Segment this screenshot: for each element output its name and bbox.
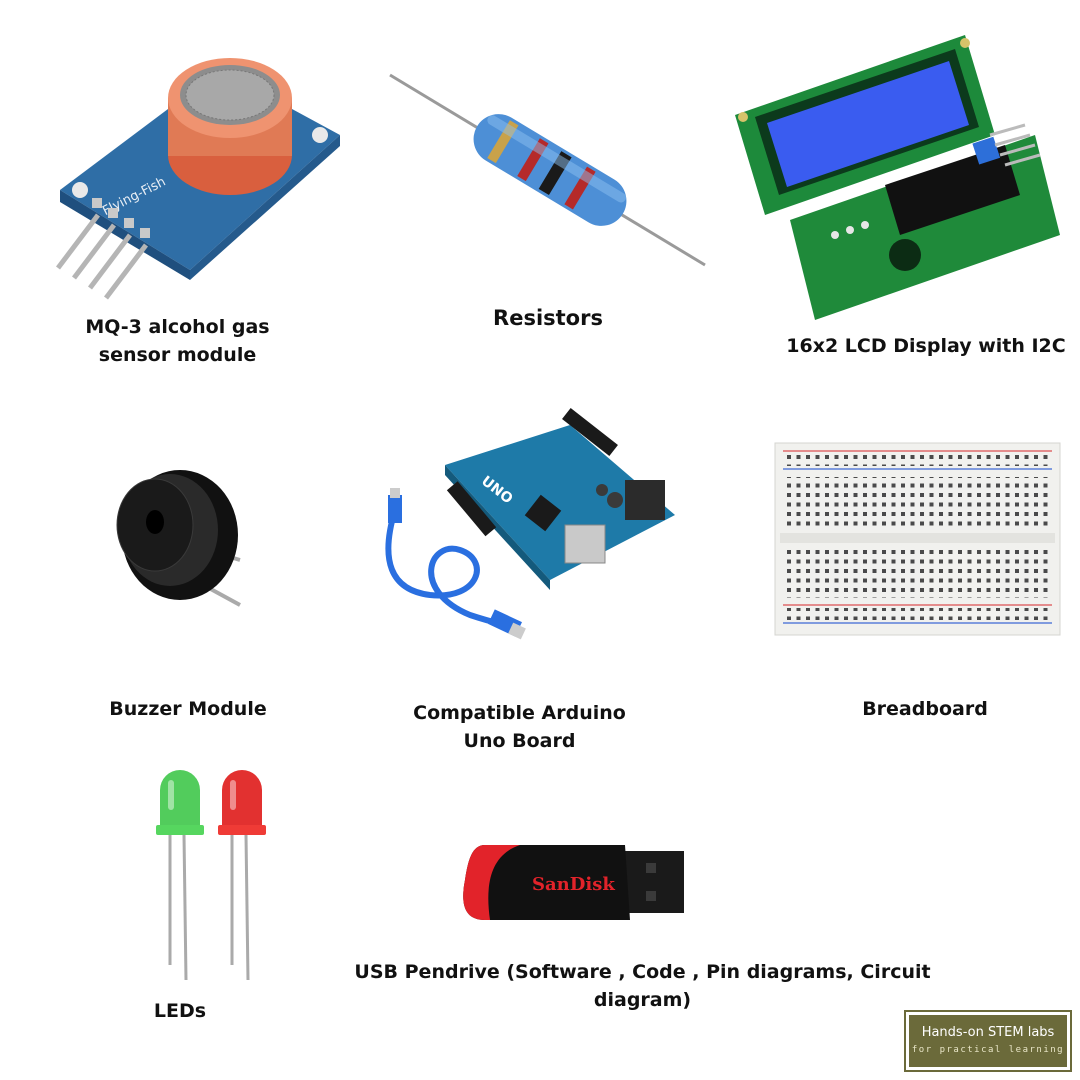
leds-image — [156, 770, 266, 981]
breadboard-label: Breadboard — [862, 698, 988, 720]
lcd-display-image — [735, 35, 1060, 320]
logo-title: Hands-on STEM labs — [921, 1025, 1055, 1040]
resistor-image — [389, 73, 706, 267]
arduino-label: Compatible Arduino Uno Board — [413, 702, 626, 752]
pendrive-image: SanDisk — [463, 845, 684, 920]
buzzer-image — [116, 470, 241, 607]
resistor-label: Resistors — [493, 306, 603, 330]
buzzer-label: Buzzer Module — [109, 698, 267, 720]
breadboard-image — [774, 442, 1061, 636]
stem-labs-logo: Hands-on STEM labs for practical learnin… — [904, 1010, 1072, 1072]
leds-label: LEDs — [153, 1000, 207, 1022]
arduino-uno-image: UNO — [385, 408, 675, 640]
mq3-sensor-image: Flying-Fish — [56, 58, 340, 300]
pendrive-label: USB Pendrive (Software , Code , Pin diag… — [354, 961, 931, 1011]
logo-tagline: for practical learning — [911, 1045, 1065, 1055]
lcd-label: 16x2 LCD Display with I2C — [786, 335, 1066, 357]
sandisk-logo: SanDisk — [532, 874, 615, 895]
mq3-label: MQ-3 alcohol gas sensor module — [85, 316, 270, 366]
